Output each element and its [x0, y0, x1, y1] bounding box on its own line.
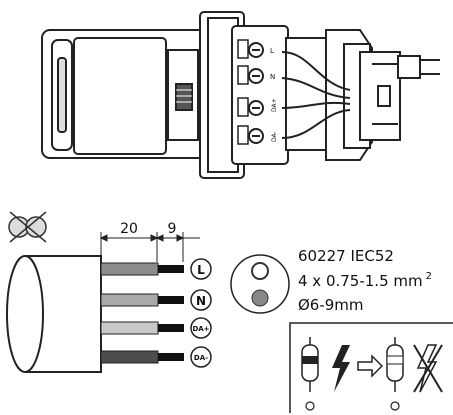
- cable-jacket: [6, 255, 102, 373]
- cable-terminal-L: L: [190, 258, 212, 280]
- device-internal-wires: [281, 51, 351, 139]
- cable-terminal-label-N: N: [196, 294, 206, 308]
- cable-standard-text: 60227 IEC52: [298, 247, 394, 265]
- strip-length-conductor: 9: [168, 221, 177, 237]
- device-terminal-L: L: [248, 42, 274, 58]
- wire-DA-minus: [100, 350, 184, 364]
- device-terminal-label-N: N: [270, 73, 275, 81]
- cable-terminal-labels: L N DA+ DA-: [190, 258, 212, 368]
- wire-N: [100, 293, 184, 307]
- cable-terminal-DA-minus: DA-: [190, 346, 212, 368]
- strip-length-dimensions: [99, 232, 200, 262]
- wire-DA-plus: [100, 321, 184, 335]
- cable-terminal-N: N: [190, 289, 212, 311]
- device-lamp-icon-off: [386, 337, 404, 411]
- device-terminal-label-DA-minus: DA-: [271, 131, 278, 142]
- device-illustration: [41, 11, 440, 179]
- device-lamp-icon: [301, 337, 319, 411]
- device-terminal-label-DA-plus: DA+: [271, 98, 278, 112]
- cable-terminal-label-L: L: [197, 263, 205, 277]
- cable-terminal-DA-plus: DA+: [190, 317, 212, 339]
- cable-wires: [100, 262, 184, 364]
- crossed-lightning-icon: [413, 344, 443, 393]
- cable-terminal-label-DA-minus: DA-: [194, 354, 208, 362]
- crossed-cable-icon: [8, 211, 47, 243]
- device-terminal-DA-minus: DA-: [248, 128, 278, 144]
- device-terminal-label-L: L: [270, 47, 274, 55]
- disconnect-power-box: [289, 322, 453, 413]
- device-terminal-DA-plus: DA+: [248, 98, 278, 116]
- wire-L: [100, 262, 184, 276]
- device-terminals: L N DA+ DA-: [237, 39, 278, 145]
- strip-length-insulation: 20: [120, 221, 138, 237]
- device-terminal-N: N: [248, 68, 275, 84]
- cable-cross-section-icon: [230, 254, 290, 314]
- cable-diameter-text: Ø6-9mm: [298, 296, 364, 314]
- cable-terminal-label-DA-plus: DA+: [192, 325, 209, 333]
- electric-lightning-icon: [332, 345, 350, 392]
- arrow-right-icon: [357, 354, 384, 378]
